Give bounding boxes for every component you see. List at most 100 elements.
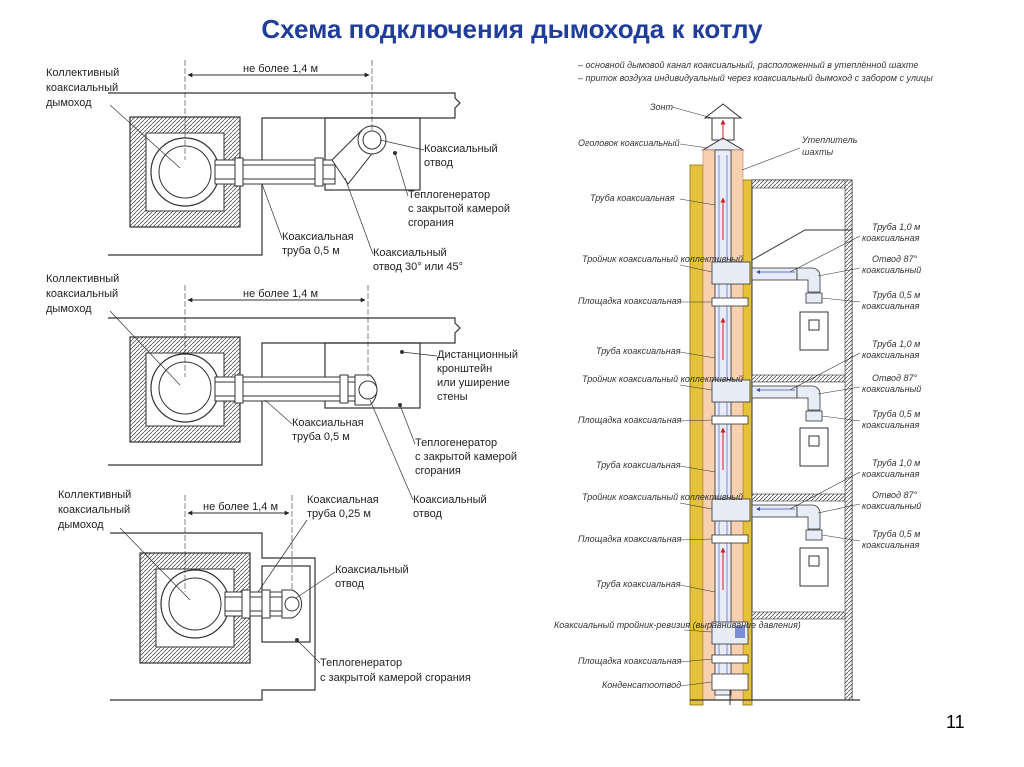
callout-label: отвод [424, 157, 454, 169]
legend-line: – основной дымовой канал коаксиальный, р… [577, 60, 918, 70]
floor-label: коаксиальный [862, 501, 921, 511]
legend-line: – приток воздуха индивидуальный через ко… [577, 73, 933, 83]
boiler [799, 311, 829, 351]
dimension-label: не более 1,4 м [203, 501, 278, 513]
floor-label: коаксиальная [862, 233, 920, 243]
section-label: Тройник коаксиальный коллективный [582, 374, 743, 384]
callout-label: или уширение [437, 377, 510, 389]
chimney-label: коаксиальный [46, 82, 118, 94]
callout-label: труба 0,5 м [282, 245, 340, 257]
page-title: Схема подключения дымохода к котлу [261, 14, 763, 44]
collective-tee [711, 379, 751, 403]
floor-label: коаксиальная [862, 301, 920, 311]
section-label: Труба коаксиальная [596, 460, 681, 470]
callout-label: кронштейн [437, 363, 492, 375]
floor-connection-3 [711, 498, 829, 587]
chimney-label: Коллективный [46, 273, 119, 285]
floor-label: коаксиальная [862, 420, 920, 430]
section-label: Тройник коаксиальный коллективный [582, 254, 743, 264]
plan-view-1: не более 1,4 м Коллективный коаксиальный… [46, 60, 510, 273]
callout-label: стены [437, 391, 468, 403]
floor-label: Труба 1,0 м [872, 458, 920, 468]
boiler-outline [324, 117, 421, 191]
boiler [799, 547, 829, 587]
floor-label: Отвод 87° [872, 254, 917, 264]
section-label: Площадка коаксиальная [578, 534, 682, 544]
chimney-label: дымоход [46, 97, 92, 109]
section-label: Площадка коаксиальная [578, 415, 682, 425]
building-section: – основной дымовой канал коаксиальный, р… [554, 60, 933, 706]
callout-label: Коаксиальная [292, 417, 364, 429]
callout-label: Теплогенератор [408, 189, 490, 201]
section-label: Труба коаксиальная [596, 579, 681, 589]
floor-label: Труба 1,0 м [872, 339, 920, 349]
floor-connection-1 [711, 261, 829, 351]
callout-label: Теплогенератор [415, 437, 497, 449]
coaxial-platform [711, 297, 749, 307]
callout-label: труба 0,25 м [307, 508, 371, 520]
section-label: Коаксиальный тройник-ревизия (выравниван… [554, 620, 801, 630]
coaxial-platform [711, 654, 749, 664]
floor-label: коаксиальная [862, 350, 920, 360]
chimney-label: Коллективный [46, 67, 119, 79]
insulation-label: Утеплитель [801, 135, 858, 145]
chimney-label: коаксиальный [46, 288, 118, 300]
floor-labels-3: Труба 1,0 м коаксиальная Отвод 87° коакс… [789, 458, 921, 550]
section-label: Труба коаксиальная [590, 193, 675, 203]
callout-label: с закрытой камерой сгорания [320, 672, 471, 684]
plan-view-2: не более 1,4 м Коллективный коаксиальный… [46, 273, 518, 520]
dimension-label: не более 1,4 м [243, 63, 318, 75]
callout-label: Коаксиальный [335, 564, 409, 576]
callout-label: Коаксиальный [373, 247, 447, 259]
floor-connection-2 [711, 379, 829, 467]
callout-label: с закрытой камерой [408, 203, 510, 215]
floor-label: Труба 1,0 м [872, 222, 920, 232]
coaxial-platform [711, 415, 749, 425]
section-label: Тройник коаксиальный коллективный [582, 492, 743, 502]
chimney-label: Коллективный [58, 489, 131, 501]
floor-label: коаксиальный [862, 384, 921, 394]
plan-view-3: не более 1,4 м Коллективный коаксиальный… [58, 489, 471, 701]
boiler-outline [324, 342, 421, 409]
callout-label: сгорания [408, 217, 454, 229]
section-label: Конденсатоотвод [602, 680, 681, 690]
floor-label: Труба 0,5 м [872, 290, 920, 300]
callout-label: сгорания [415, 465, 461, 477]
boiler [799, 427, 829, 467]
callout-label: отвод [413, 508, 443, 520]
callout-label: Дистанционный [437, 349, 518, 361]
chimney-label: дымоход [58, 519, 104, 531]
callout-label: Коаксиальный [413, 494, 487, 506]
section-label: Труба коаксиальная [596, 346, 681, 356]
umbrella-cap [703, 103, 743, 119]
floor-label: Отвод 87° [872, 490, 917, 500]
callout-label: отвод 30° или 45° [373, 261, 463, 273]
callout-label: труба 0,5 м [292, 431, 350, 443]
section-label: Зонт [650, 102, 673, 112]
floor-labels-2: Труба 1,0 м коаксиальная Отвод 87° коакс… [789, 339, 921, 430]
section-label: Площадка коаксиальная [578, 656, 682, 666]
callout-label: Коаксиальная [282, 231, 354, 243]
collective-tee [711, 261, 751, 285]
section-label: Оголовок коаксиальный [578, 138, 680, 148]
floor-label: коаксиальный [862, 265, 921, 275]
callout-label: Теплогенератор [320, 657, 402, 669]
floor-label: коаксиальная [862, 469, 920, 479]
chimney-label: коаксиальный [58, 504, 130, 516]
floor-label: Труба 0,5 м [872, 409, 920, 419]
coaxial-platform [711, 534, 749, 544]
callout-label: отвод [335, 578, 365, 590]
callout-label: с закрытой камерой [415, 451, 517, 463]
chimney-label: дымоход [46, 303, 92, 315]
condensate-drain [711, 673, 749, 691]
dimension-label: не более 1,4 м [243, 288, 318, 300]
insulation-label: шахты [802, 147, 833, 157]
floor-label: Отвод 87° [872, 373, 917, 383]
section-label: Площадка коаксиальная [578, 296, 682, 306]
floor-label: Труба 0,5 м [872, 529, 920, 539]
shaft-insulation-right [730, 149, 744, 701]
floor-labels-1: Труба 1,0 м коаксиальная Отвод 87° коакс… [789, 222, 921, 311]
floor-label: коаксиальная [862, 540, 920, 550]
